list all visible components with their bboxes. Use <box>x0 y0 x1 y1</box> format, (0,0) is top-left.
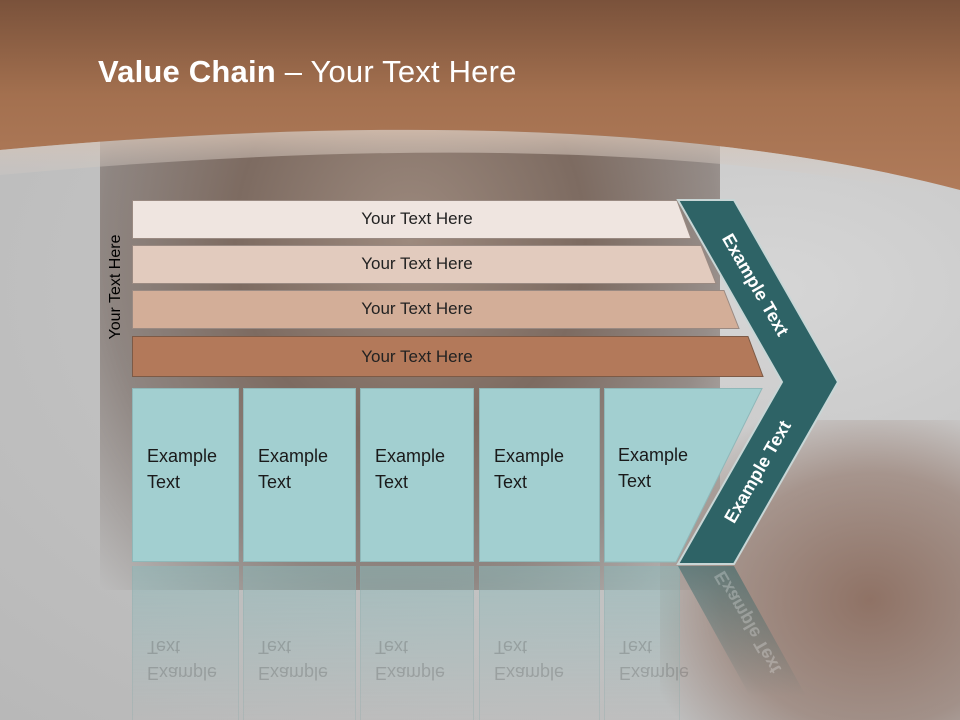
row-1-shape <box>132 200 692 239</box>
row-3-label: Your Text Here <box>361 299 473 318</box>
chevron-arrow <box>676 199 840 565</box>
card-2-line2: Text <box>258 472 292 492</box>
card-1-reflection-line2: Text <box>147 637 181 657</box>
card-2-reflection: Example Text <box>243 566 356 720</box>
card-4-reflection: Example Text <box>479 566 600 720</box>
card-3-line1: Example <box>375 446 446 466</box>
card-3-reflection-text: Example Text <box>375 634 445 686</box>
page-title: Value Chain – Your Text Here <box>98 54 517 90</box>
card-2-line1: Example <box>258 446 329 466</box>
card-1-reflection: Example Text <box>132 566 239 720</box>
card-5-line2: Text <box>618 471 652 491</box>
card-1-reflection-text: Example Text <box>147 634 217 686</box>
title-rest: – Your Text Here <box>275 54 517 89</box>
row-3: Your Text Here <box>132 290 740 329</box>
card-4-reflection-line1: Example <box>494 663 565 683</box>
card-4-reflection-line2: Text <box>494 637 528 657</box>
row-4: Your Text Here <box>132 336 764 377</box>
row-2-label: Your Text Here <box>361 254 473 273</box>
chevron-reflection <box>678 566 806 696</box>
card-3-reflection-line1: Example <box>375 663 446 683</box>
card-4-line2: Text <box>494 472 528 492</box>
card-2-reflection-text: Example Text <box>258 634 328 686</box>
card-1-line2: Text <box>147 472 181 492</box>
row-4-label: Your Text Here <box>361 347 473 366</box>
title-bold: Value Chain <box>98 54 276 89</box>
row-3-shape <box>132 290 740 329</box>
card-3-reflection-line2: Text <box>375 637 409 657</box>
card-5-line1: Example <box>618 445 689 465</box>
card-2-reflection-line1: Example <box>258 663 329 683</box>
row-2: Your Text Here <box>132 245 717 284</box>
card-5-shape <box>604 388 763 563</box>
card-5-reflection-line2: Text <box>619 637 653 657</box>
header-band <box>0 0 960 200</box>
row-1-label: Your Text Here <box>361 209 473 228</box>
card-4-line1: Example <box>494 446 565 466</box>
card-1-line1: Example <box>147 446 218 466</box>
card-1-reflection-line1: Example <box>147 663 218 683</box>
row-4-shape <box>132 336 764 377</box>
card-4-reflection-text: Example Text <box>494 634 564 686</box>
card-2-reflection-line2: Text <box>258 637 292 657</box>
row-1: Your Text Here <box>132 200 692 239</box>
card-3-reflection: Example Text <box>360 566 474 720</box>
card-3-line2: Text <box>375 472 409 492</box>
side-label: Your Text Here <box>107 234 124 340</box>
row-2-shape <box>132 245 717 284</box>
